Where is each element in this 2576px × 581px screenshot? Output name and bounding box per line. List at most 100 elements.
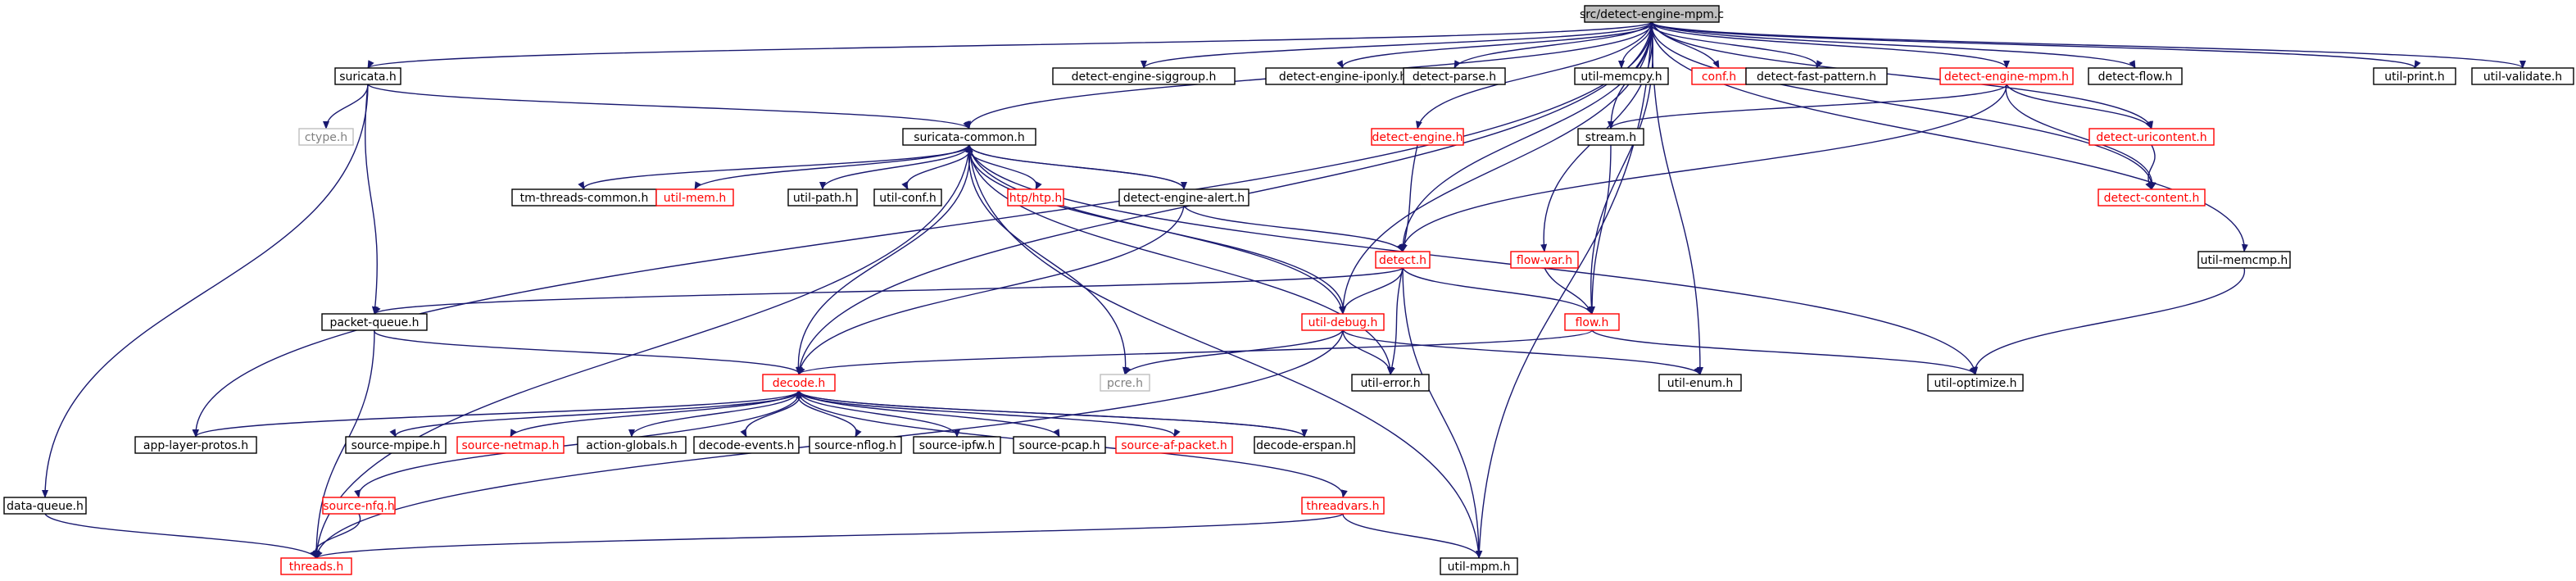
node-box (913, 436, 1001, 454)
node-label: conf.h (1702, 70, 1736, 84)
node-label: source-af-packet.h (1121, 439, 1227, 452)
node-label: suricata-common.h (914, 131, 1025, 144)
node-applayer[interactable]: app-layer-protos.h (134, 436, 257, 454)
node-detect[interactable]: detect.h (1375, 251, 1431, 269)
node-detcontent[interactable]: detect-content.h (2098, 188, 2206, 207)
node-label: detect-engine.h (1372, 131, 1463, 144)
edge-detect-to-utildebug (1340, 267, 1404, 315)
node-threadvars[interactable]: threadvars.h (1301, 497, 1385, 515)
node-uricontent[interactable]: detect-uricontent.h (2088, 128, 2215, 146)
node-decevents[interactable]: decode-events.h (693, 436, 800, 454)
node-sig-group[interactable]: detect-engine-siggroup.h (1052, 67, 1236, 85)
node-decode[interactable]: decode.h (762, 374, 836, 392)
node-label: flow.h (1576, 316, 1609, 329)
node-label: stream.h (1585, 131, 1636, 144)
node-utilconf[interactable]: util-conf.h (873, 188, 942, 207)
node-iponly[interactable]: detect-engine-iponly.h (1265, 67, 1421, 85)
node-box (322, 497, 396, 515)
node-label: detect-fast-pattern.h (1757, 70, 1876, 84)
node-srcnflog[interactable]: source-nflog.h (809, 436, 902, 454)
node-srcpcap[interactable]: source-pcap.h (1013, 436, 1106, 454)
node-threads[interactable]: threads.h (280, 557, 352, 575)
node-label: app-layer-protos.h (143, 439, 248, 452)
edge-decode-to-srcnetmap (510, 390, 800, 438)
edge-common-to-utilerror (968, 144, 1394, 375)
node-htp[interactable]: htp/htp.h (1007, 188, 1064, 207)
node-box (1564, 313, 1620, 331)
node-box (873, 188, 942, 207)
node-root[interactable]: src/detect-engine-mpm.c (1580, 5, 1724, 23)
edge-pktqueue-to-decode (374, 329, 805, 375)
node-utilmemcmp[interactable]: util-memcmp.h (2197, 251, 2291, 269)
node-dataqueue[interactable]: data-queue.h (3, 497, 87, 515)
node-label: detect-uricontent.h (2096, 131, 2206, 144)
edge-common-to-pcre (968, 144, 1129, 375)
node-fastpattern[interactable]: detect-fast-pattern.h (1745, 67, 1888, 85)
node-ctype[interactable]: ctype.h (298, 128, 354, 146)
node-utiloptimize[interactable]: util-optimize.h (1927, 374, 2024, 392)
node-conf[interactable]: conf.h (1691, 67, 1747, 85)
node-srcnetmap[interactable]: source-netmap.h (456, 436, 565, 454)
node-box (655, 188, 734, 207)
node-box (1371, 128, 1464, 146)
node-utildebug[interactable]: util-debug.h (1301, 313, 1385, 331)
edge-root-to-applayer (192, 21, 1653, 438)
node-box (1351, 374, 1430, 392)
node-detflow[interactable]: detect-flow.h (2088, 67, 2183, 85)
edge-root-to-utilmemcmp (1651, 21, 2248, 252)
edge-detect-to-flow (1402, 267, 1593, 315)
node-actglobals[interactable]: action-globals.h (577, 436, 687, 454)
node-box (2098, 188, 2206, 207)
edge-utildebug-to-pcre (1124, 329, 1344, 375)
node-detengine[interactable]: detect-engine.h (1371, 128, 1464, 146)
edge-stream-to-flow (1589, 144, 1612, 315)
node-utilenum[interactable]: util-enum.h (1658, 374, 1742, 392)
node-box (1115, 436, 1233, 454)
edge-suricata-to-ctype (323, 84, 369, 129)
edge-root-to-utilprint (1651, 21, 2421, 69)
node-flowvar[interactable]: flow-var.h (1510, 251, 1579, 269)
node-label: detect-parse.h (1413, 70, 1496, 84)
node-stream[interactable]: stream.h (1577, 128, 1644, 146)
node-srcmpipe[interactable]: source-mpipe.h (345, 436, 447, 454)
node-box (809, 436, 902, 454)
node-label: util-optimize.h (1934, 377, 2016, 390)
node-box (1007, 188, 1064, 207)
node-utilmem[interactable]: util-mem.h (655, 188, 734, 207)
node-label: source-mpipe.h (351, 439, 441, 452)
node-box (2088, 67, 2183, 85)
node-label: src/detect-engine-mpm.c (1580, 8, 1724, 21)
node-decerspan[interactable]: decode-erspan.h (1254, 436, 1355, 454)
edge-enginealert-to-detect (1183, 205, 1404, 252)
edge-root-to-utilmpm (1476, 21, 1653, 559)
node-enginealert[interactable]: detect-engine-alert.h (1118, 188, 1249, 207)
node-srcipfw[interactable]: source-ipfw.h (913, 436, 1001, 454)
node-utilerror[interactable]: util-error.h (1351, 374, 1430, 392)
node-pktqueue[interactable]: packet-queue.h (321, 313, 428, 331)
node-tmthreads[interactable]: tm-threads-common.h (511, 188, 657, 207)
edge-suricata-to-pktqueue (365, 84, 379, 315)
node-label: detect-flow.h (2098, 70, 2173, 84)
node-box (1301, 313, 1385, 331)
node-suricata[interactable]: suricata.h (334, 67, 401, 85)
node-utilpath[interactable]: util-path.h (787, 188, 858, 207)
node-parse[interactable]: detect-parse.h (1403, 67, 1506, 85)
node-flow[interactable]: flow.h (1564, 313, 1620, 331)
edge-root-to-utildebug (1340, 21, 1653, 315)
node-utilvalidate[interactable]: util-validate.h (2471, 67, 2574, 85)
node-utilmpm[interactable]: util-mpm.h (1440, 557, 1518, 575)
node-memcpy[interactable]: util-memcpy.h (1574, 67, 1669, 85)
node-common[interactable]: suricata-common.h (902, 128, 1036, 146)
edge-detect-to-utilerror (1388, 267, 1404, 375)
node-label: detect.h (1379, 254, 1426, 267)
node-srcnfq[interactable]: source-nfq.h (322, 497, 396, 515)
edge-common-to-utilpath (819, 144, 970, 190)
node-label: source-pcap.h (1019, 439, 1100, 452)
node-utilprint[interactable]: util-print.h (2373, 67, 2456, 85)
node-pcre[interactable]: pcre.h (1100, 374, 1150, 392)
node-srcafpacket[interactable]: source-af-packet.h (1115, 436, 1233, 454)
edge-threadvars-to-utilmpm (1342, 513, 1482, 559)
edge-utildebug-to-utilenum (1342, 329, 1701, 375)
node-box (1745, 67, 1888, 85)
node-engmpm[interactable]: detect-engine-mpm.h (1939, 67, 2074, 85)
